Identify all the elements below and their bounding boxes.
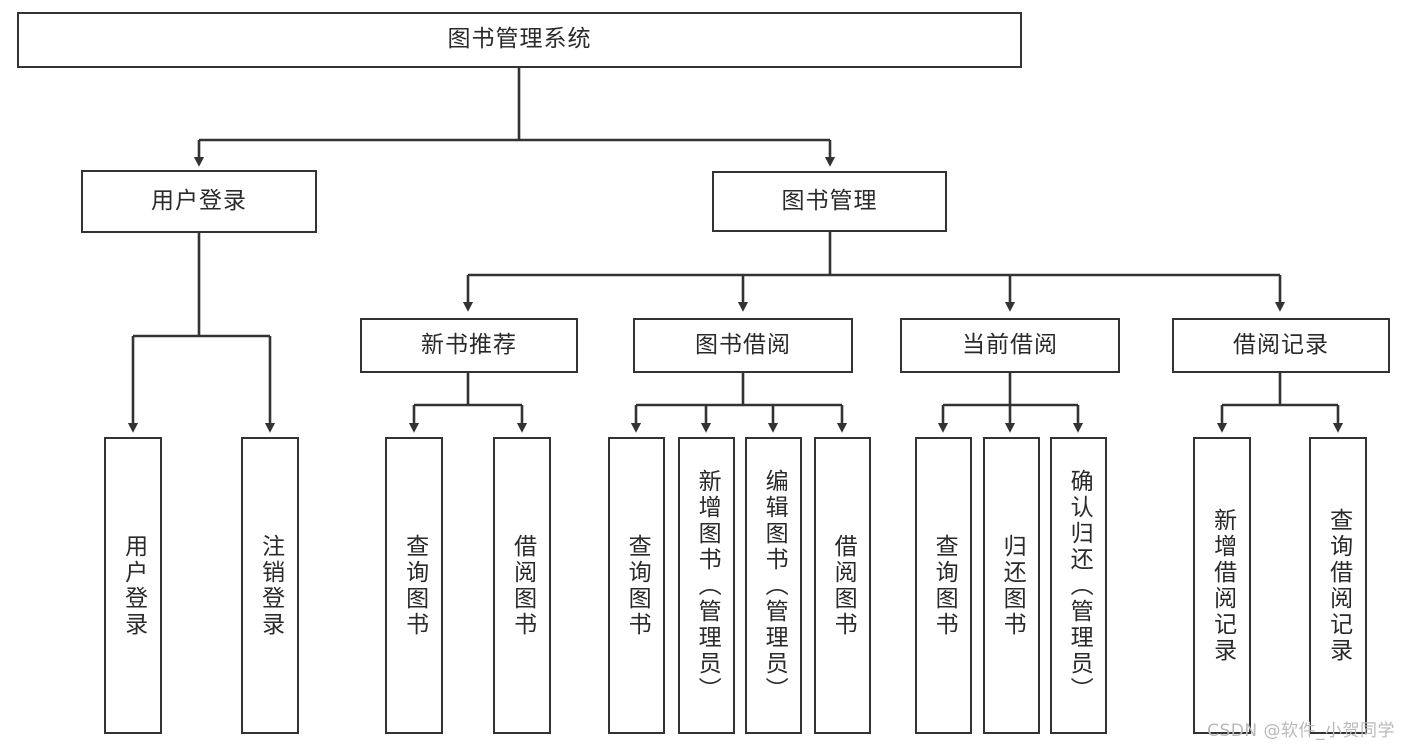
node-label: 注销登录 [257, 533, 284, 638]
node-user-login[interactable]: 用户登录 [81, 170, 317, 233]
node-label: 新书推荐 [421, 331, 517, 358]
node-root-book-management-system[interactable]: 图书管理系统 [17, 12, 1022, 68]
node-label: 借阅图书 [509, 533, 536, 638]
leaf-confirm-return-admin[interactable]: 确认归还（管理员） [1050, 437, 1107, 734]
node-label: 查询借阅记录 [1325, 507, 1352, 664]
leaf-query-borrow-record[interactable]: 查询借阅记录 [1309, 437, 1367, 734]
node-current-borrow[interactable]: 当前借阅 [900, 318, 1120, 373]
leaf-borrow-book-borrow[interactable]: 借阅图书 [814, 437, 871, 734]
node-label: 用户登录 [120, 533, 147, 638]
node-label: 用户登录 [151, 187, 247, 214]
node-label: 查询图书 [401, 533, 428, 638]
node-label: 查询图书 [931, 533, 958, 638]
node-label: 图书借阅 [695, 331, 791, 358]
leaf-borrow-book-recommend[interactable]: 借阅图书 [493, 437, 551, 734]
node-new-book-recommend[interactable]: 新书推荐 [360, 318, 578, 373]
node-label: 查询图书 [624, 533, 651, 638]
csdn-watermark: CSDN @软件_小贺同学 [1207, 721, 1395, 741]
node-label: 图书管理系统 [447, 26, 592, 53]
leaf-edit-book-admin[interactable]: 编辑图书（管理员） [745, 437, 802, 734]
node-book-management[interactable]: 图书管理 [712, 171, 947, 232]
leaf-user-login[interactable]: 用户登录 [104, 437, 162, 734]
node-borrow-record[interactable]: 借阅记录 [1172, 318, 1390, 373]
node-label: 确认归还（管理员） [1066, 468, 1093, 703]
node-label: 借阅记录 [1233, 331, 1329, 358]
leaf-query-book-recommend[interactable]: 查询图书 [385, 437, 443, 734]
leaf-query-book-current[interactable]: 查询图书 [915, 437, 972, 734]
node-label: 图书管理 [781, 187, 878, 214]
leaf-return-book[interactable]: 归还图书 [983, 437, 1040, 734]
leaf-logout-login[interactable]: 注销登录 [241, 437, 299, 734]
leaf-query-book-borrow[interactable]: 查询图书 [608, 437, 665, 734]
node-book-borrow[interactable]: 图书借阅 [633, 318, 853, 373]
leaf-add-borrow-record[interactable]: 新增借阅记录 [1193, 437, 1251, 734]
leaf-add-book-admin[interactable]: 新增图书（管理员） [678, 437, 735, 734]
node-label: 新增图书（管理员） [694, 468, 721, 703]
node-label: 编辑图书（管理员） [761, 468, 788, 703]
node-label: 当前借阅 [962, 331, 1058, 358]
node-label: 借阅图书 [830, 533, 857, 638]
node-label: 新增借阅记录 [1209, 507, 1236, 664]
node-label: 归还图书 [999, 533, 1026, 638]
